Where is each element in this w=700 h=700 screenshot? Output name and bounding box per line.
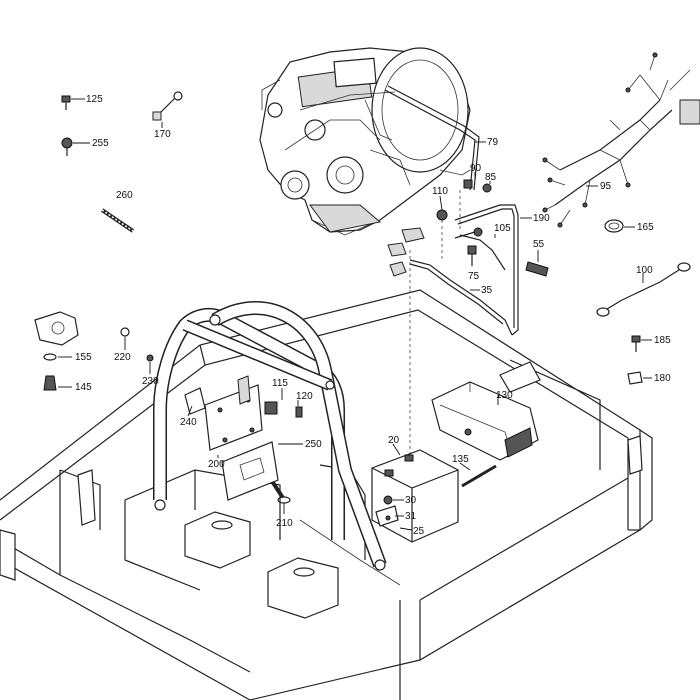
fastener-255 [61, 137, 73, 156]
fitting-90 [463, 179, 473, 189]
callout-165: 165 [637, 222, 654, 233]
callout-75: 75 [468, 271, 480, 282]
callout-115: 115 [272, 378, 288, 389]
callout-105: 105 [494, 223, 511, 234]
callout-95: 95 [600, 181, 612, 192]
callout-155: 155 [75, 352, 92, 363]
ring-165 [604, 219, 624, 233]
mount-brackets [184, 375, 279, 501]
callout-110: 110 [432, 186, 448, 197]
frame-tray [0, 190, 653, 700]
callout-220: 220 [114, 352, 131, 363]
callout-135: 135 [452, 454, 469, 465]
callout-185: 185 [654, 335, 671, 346]
bolt-185 [631, 335, 641, 352]
callout-31: 31 [405, 511, 417, 522]
roll-bar [153, 301, 387, 571]
clamp-180 [627, 371, 643, 385]
fitting-85 [482, 183, 492, 193]
callout-85: 85 [485, 172, 497, 183]
callout-25: 25 [413, 526, 425, 537]
callout-255: 255 [92, 138, 109, 149]
callout-90: 90 [470, 163, 482, 174]
callout-100: 100 [636, 265, 653, 276]
relay-115 [264, 401, 278, 415]
callout-240: 240 [180, 417, 197, 428]
callout-20: 20 [388, 435, 400, 446]
battery-cables [384, 85, 519, 336]
clip-170 [152, 91, 183, 121]
callout-230: 230 [142, 376, 159, 387]
callout-120: 120 [296, 391, 313, 402]
terminal-boots [387, 227, 425, 277]
callout-55: 55 [533, 239, 545, 250]
callout-200: 200 [208, 459, 225, 470]
battery-box-130 [431, 361, 541, 461]
callout-79: 79 [487, 137, 499, 148]
wiring-harness [542, 52, 700, 228]
bolt-75 [467, 245, 477, 266]
callout-30: 30 [405, 495, 417, 506]
callouts: 125 255 170 260 79 90 85 95 110 190 165 … [58, 94, 671, 537]
callout-125: 125 [86, 94, 103, 105]
callout-210: 210 [276, 518, 293, 529]
callout-170: 170 [154, 129, 171, 140]
nut-110 [436, 209, 448, 221]
washer-230 [146, 354, 154, 362]
bolt-125 [61, 95, 71, 110]
bolt-120 [295, 406, 303, 418]
battery-20 [371, 449, 459, 543]
callout-145: 145 [75, 382, 92, 393]
callout-130: 130 [496, 390, 513, 401]
terminal-105 [454, 227, 483, 239]
callout-190: 190 [533, 213, 550, 224]
callout-180: 180 [654, 373, 671, 384]
callout-35: 35 [481, 285, 493, 296]
bolt-55 [525, 261, 549, 277]
small-hardware [34, 91, 691, 504]
engine-assembly [259, 47, 471, 236]
nut-220 [120, 327, 130, 337]
callout-260: 260 [116, 190, 133, 201]
rod-135 [461, 464, 497, 488]
callout-250: 250 [305, 439, 322, 450]
sensor-assembly [34, 311, 79, 391]
cable-100 [596, 262, 691, 317]
rod-260 [100, 208, 135, 233]
